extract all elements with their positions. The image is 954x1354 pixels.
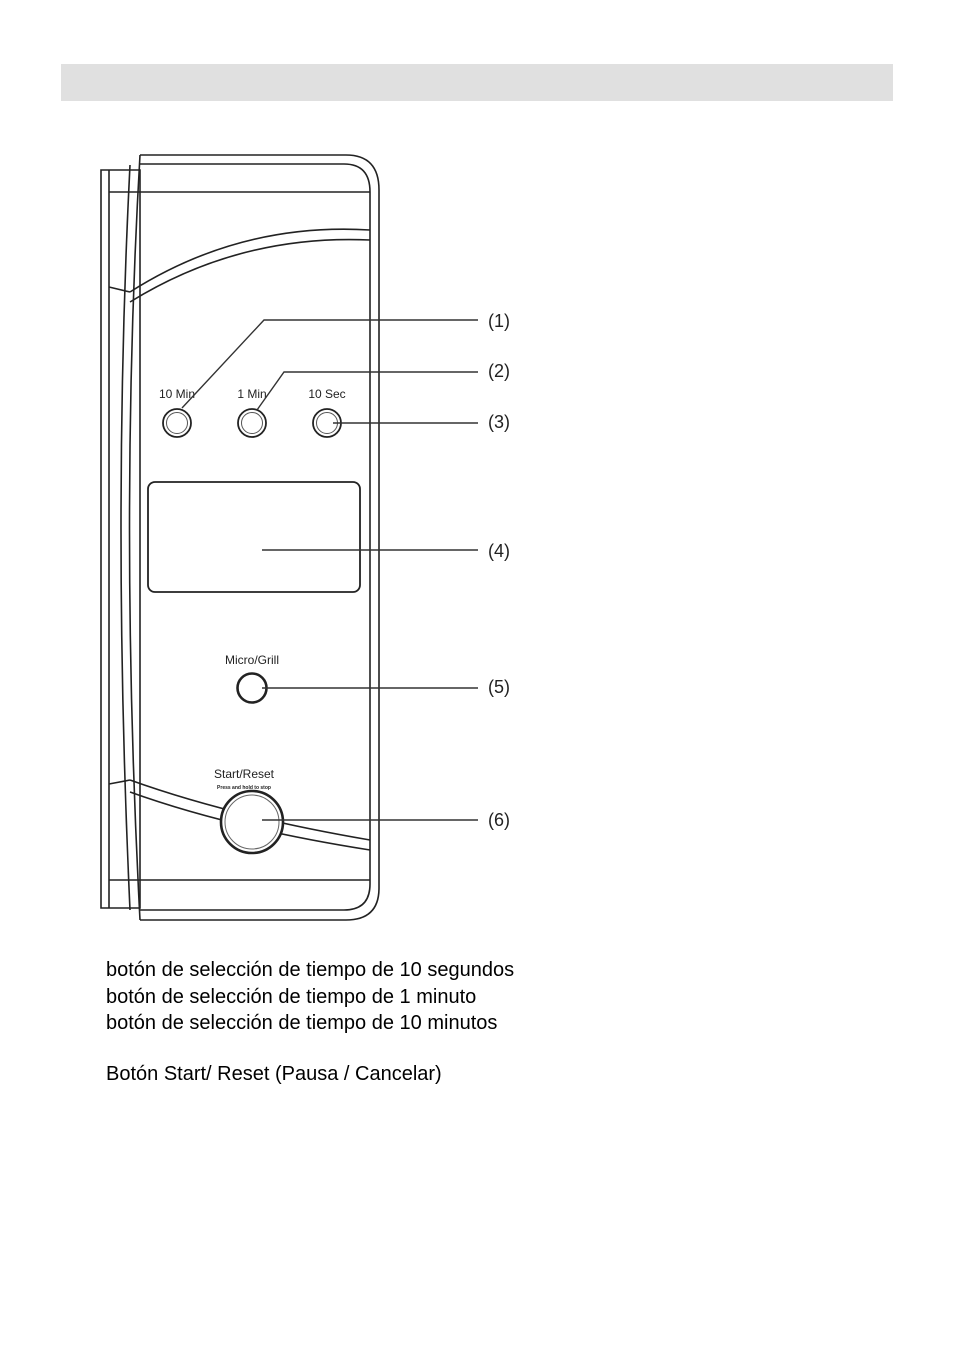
callout-1: (1) [488, 311, 510, 331]
callout-2: (2) [488, 361, 510, 381]
callout-6: (6) [488, 810, 510, 830]
display-window [147, 481, 361, 593]
callout-5: (5) [488, 677, 510, 697]
callout-4: (4) [488, 541, 510, 561]
button-label-1-min: 1 Min [237, 387, 266, 401]
legend-spacer [106, 1037, 806, 1061]
control-panel-diagram: 10 Min 1 Min 10 Sec Micro/Grill Start/Re… [100, 154, 510, 921]
callout-leaders [181, 319, 478, 821]
header-bar [61, 64, 893, 101]
start-reset-sublabel: Press and hold to stop [217, 785, 271, 791]
micro-grill-label: Micro/Grill [225, 653, 279, 667]
legend: botón de selección de tiempo de 10 segun… [106, 957, 806, 1087]
legend-10-seconds: botón de selección de tiempo de 10 segun… [106, 959, 515, 981]
legend-start-reset: Botón Start/ Reset (Pausa / Cancelar) [106, 1062, 442, 1085]
button-10-min[interactable] [162, 408, 192, 438]
button-1-min[interactable] [237, 408, 267, 438]
panel-body [108, 154, 380, 921]
button-label-10-sec: 10 Sec [308, 387, 345, 401]
button-label-10-min: 10 Min [159, 387, 195, 401]
start-reset-button[interactable] [219, 789, 285, 855]
legend-10-minutes: botón de selección de tiempo de 10 minut… [106, 1012, 498, 1034]
callout-3: (3) [488, 412, 510, 432]
leader-1 [181, 319, 478, 409]
legend-1-minute: botón de selección de tiempo de 1 minuto [106, 985, 477, 1008]
start-reset-label: Start/Reset [214, 767, 275, 781]
leader-2 [256, 371, 478, 411]
